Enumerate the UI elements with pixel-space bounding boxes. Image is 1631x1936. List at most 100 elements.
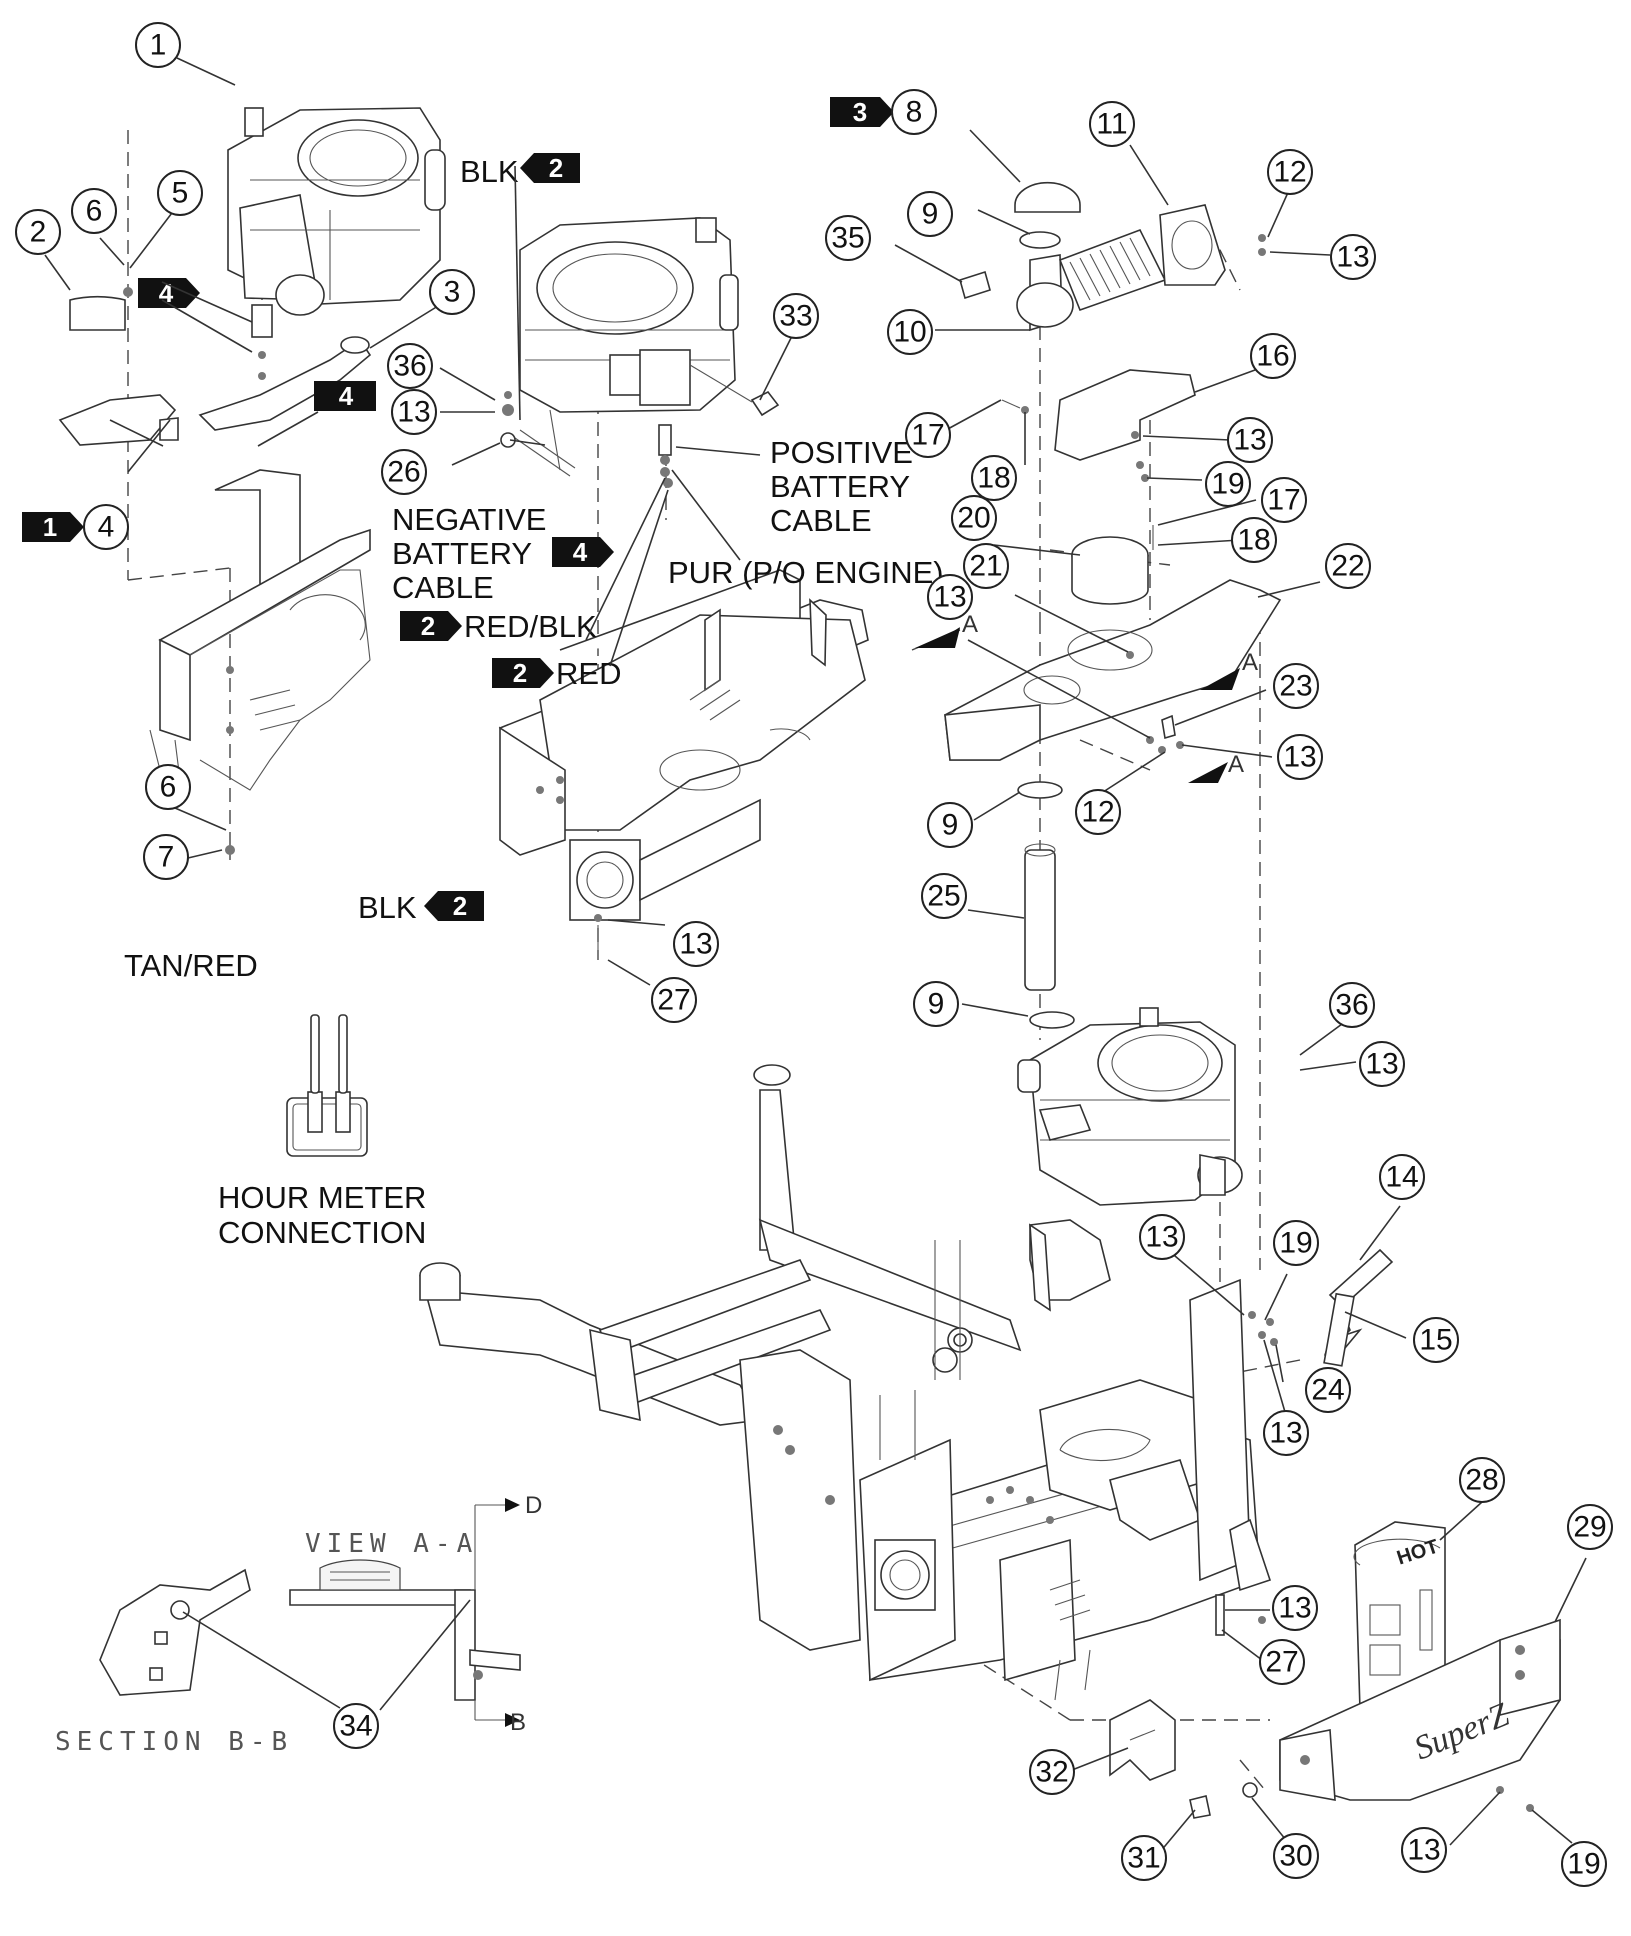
svg-text:13: 13 — [1145, 1221, 1178, 1254]
callout-1: 1 — [135, 22, 181, 68]
callout-25: 25 — [921, 873, 967, 919]
pin-parts — [1323, 1248, 1394, 1367]
front-cover: SuperZ — [1279, 1618, 1561, 1801]
callout-20: 20 — [951, 495, 997, 541]
callout-6-upper: 6 — [71, 188, 117, 234]
callout-13-e: 13 — [1277, 734, 1323, 780]
callout-7: 7 — [143, 834, 189, 880]
left-exhaust-parts — [58, 287, 372, 855]
engine-top-left — [227, 107, 446, 316]
callout-18-a: 18 — [971, 455, 1017, 501]
svg-text:14: 14 — [1385, 1161, 1418, 1194]
svg-text:12: 12 — [1081, 796, 1114, 829]
callout-13-k: 13 — [1401, 1827, 1447, 1873]
left-frame-bracket — [149, 469, 371, 791]
main-frame — [419, 1064, 1272, 1701]
callout-27-b: 27 — [1259, 1639, 1305, 1685]
callout-13-i: 13 — [1263, 1410, 1309, 1456]
sec-d-label: D — [525, 1492, 542, 1519]
svg-text:4: 4 — [98, 511, 115, 544]
callout-26: 26 — [381, 449, 427, 495]
svg-text:29: 29 — [1573, 1511, 1606, 1544]
svg-text:A: A — [1242, 649, 1258, 676]
callout-19-c: 19 — [1561, 1841, 1607, 1887]
svg-text:15: 15 — [1419, 1324, 1452, 1357]
section-a-markers: A A A — [911, 611, 1258, 783]
callout-8: 8 — [891, 89, 937, 135]
svg-text:10: 10 — [893, 316, 926, 349]
callout-19-a: 19 — [1205, 461, 1251, 507]
section-bb-label: SECTION B-B — [55, 1727, 293, 1757]
svg-text:22: 22 — [1331, 550, 1364, 583]
svg-text:1: 1 — [150, 29, 167, 62]
callout-22: 22 — [1325, 543, 1371, 589]
view-aa-detail: VIEW A-A D B — [289, 1492, 542, 1736]
svg-text:11: 11 — [1096, 108, 1127, 141]
callout-13-g: 13 — [1359, 1041, 1405, 1087]
callout-12-top: 12 — [1267, 149, 1313, 195]
engine-lower-right — [1017, 1007, 1243, 1206]
callout-2: 2 — [15, 209, 61, 255]
air-filter-assembly — [959, 181, 1266, 332]
callout-13-h: 13 — [1139, 1214, 1185, 1260]
callout-3: 3 — [429, 269, 475, 315]
svg-text:13: 13 — [1283, 741, 1316, 774]
svg-text:4: 4 — [159, 278, 174, 308]
bracket-32 — [1109, 1699, 1176, 1781]
heat-shield — [1054, 369, 1196, 482]
hour-meter-connector — [286, 1014, 368, 1157]
callout-30: 30 — [1273, 1833, 1319, 1879]
callout-36-a: 36 — [387, 343, 433, 389]
flag-2-blk-hour: 2 — [424, 891, 484, 921]
svg-text:18: 18 — [1237, 524, 1270, 557]
svg-text:A: A — [962, 611, 978, 638]
screw-hardware — [1001, 399, 1154, 550]
svg-text:3: 3 — [444, 276, 461, 309]
svg-text:36: 36 — [1335, 989, 1368, 1022]
callout-27-a: 27 — [651, 977, 697, 1023]
svg-text:6: 6 — [160, 771, 177, 804]
callout-16: 16 — [1250, 333, 1296, 379]
callout-9-low: 9 — [913, 981, 959, 1027]
callout-12-mid: 12 — [1075, 789, 1121, 835]
svg-text:30: 30 — [1279, 1840, 1312, 1873]
callout-29: 29 — [1567, 1504, 1613, 1550]
callout-5: 5 — [157, 170, 203, 216]
callout-15: 15 — [1413, 1317, 1459, 1363]
callout-13-d: 13 — [927, 574, 973, 620]
svg-text:36: 36 — [393, 350, 426, 383]
callout-13-b: 13 — [391, 389, 437, 435]
positive-battery-cable-stack — [658, 424, 673, 488]
callout-13-j: 13 — [1272, 1585, 1318, 1631]
callout-13-f: 13 — [673, 921, 719, 967]
pur-label: PUR (P/O ENGINE) — [668, 555, 944, 590]
engine-deck — [944, 579, 1282, 761]
svg-text:7: 7 — [158, 841, 175, 874]
callout-13-c: 13 — [1227, 417, 1273, 463]
flag-4-mid: 4 — [314, 381, 376, 411]
svg-text:27: 27 — [657, 984, 690, 1017]
svg-text:2: 2 — [513, 658, 527, 688]
callout-19-b: 19 — [1273, 1220, 1319, 1266]
flag-1: 1 — [22, 512, 84, 542]
flag-2-blk-top: 2 — [520, 153, 580, 183]
svg-text:13: 13 — [1365, 1048, 1398, 1081]
svg-text:24: 24 — [1311, 1374, 1344, 1407]
callout-32: 32 — [1029, 1749, 1075, 1795]
negative-battery-cable — [500, 391, 576, 477]
svg-text:2: 2 — [30, 216, 47, 249]
blk-label-top: BLK — [460, 154, 519, 189]
callout-17-b: 17 — [1261, 477, 1307, 523]
svg-text:23: 23 — [1279, 670, 1312, 703]
svg-text:2: 2 — [421, 611, 435, 641]
engine-center — [519, 217, 780, 471]
callout-18-b: 18 — [1231, 517, 1277, 563]
leader-lines — [44, 57, 1587, 1853]
svg-text:4: 4 — [339, 381, 354, 411]
svg-text:13: 13 — [1336, 241, 1369, 274]
callout-21: 21 — [963, 543, 1009, 589]
callout-9-top: 9 — [907, 191, 953, 237]
positive-cable-line2: BATTERY — [770, 469, 910, 504]
negative-cable-line3: CABLE — [392, 570, 494, 605]
svg-text:13: 13 — [1278, 1592, 1311, 1625]
